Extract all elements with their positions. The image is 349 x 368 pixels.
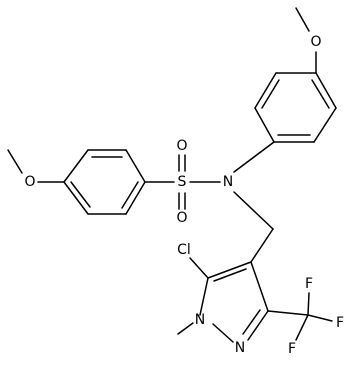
sulfur-label: S xyxy=(178,174,187,190)
fluorine-bottom-label: F xyxy=(288,341,296,357)
sulfonyl-oxygen-top-label: O xyxy=(176,138,187,154)
pyrazole-ring xyxy=(199,261,269,343)
fluorine-right-label: F xyxy=(336,315,344,331)
methyl-bond-right xyxy=(295,7,310,32)
methylene-to-pyrazole-bond xyxy=(250,228,274,263)
methoxy-oxygen-right-label: O xyxy=(310,34,321,50)
nitrogen-to-upper-ring-bond xyxy=(233,141,275,173)
fluorine-top-label: F xyxy=(305,276,313,292)
pyrazole-nitrogen-2-label: N xyxy=(235,340,245,356)
methyl-bond-left xyxy=(7,149,23,174)
left-benzene-ring xyxy=(63,149,146,215)
nitrogen-to-methylene-bond xyxy=(233,191,274,230)
carbon-fluorine-bond-top xyxy=(307,292,310,316)
ring-to-cf3-bond xyxy=(267,310,309,316)
carbon-fluorine-bond-bottom xyxy=(295,314,309,341)
carbon-chlorine-bond xyxy=(189,257,209,279)
sulfonamide-nitrogen-label: N xyxy=(223,174,233,190)
sulfonyl-oxygen-bottom-label: O xyxy=(176,210,187,226)
methoxy-oxygen-left-label: O xyxy=(24,174,35,190)
upper-right-benzene-ring xyxy=(254,72,337,143)
pyrazole-nitrogen-1-label: N xyxy=(195,312,205,328)
carbon-fluorine-bond-right xyxy=(307,314,333,322)
chlorine-label: Cl xyxy=(177,242,191,258)
nitrogen-methyl-bond xyxy=(177,322,194,335)
